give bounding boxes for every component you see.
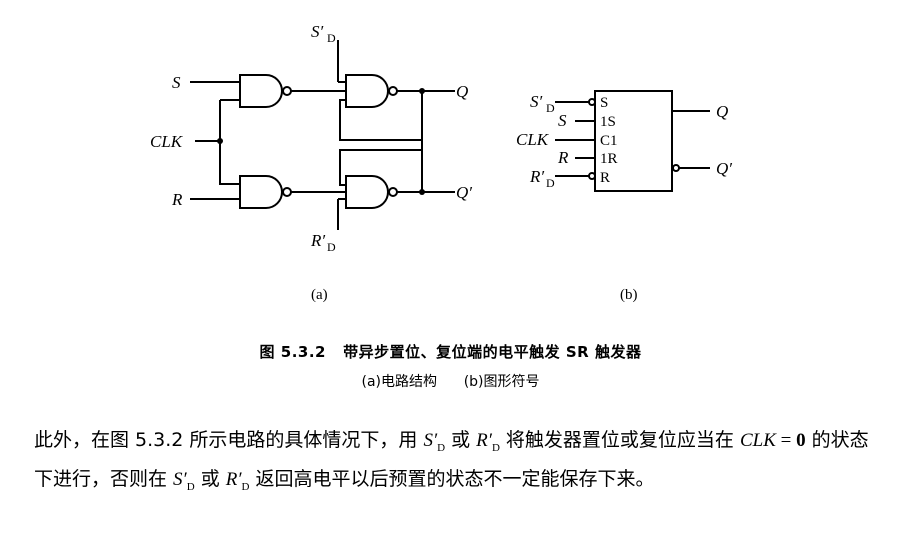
symbol-pin-1s: 1S bbox=[600, 114, 616, 130]
para-sd2: S′D bbox=[173, 468, 195, 493]
figure-caption-title: 图 5.3.2 带异步置位、复位端的电平触发 SR 触发器 bbox=[259, 343, 642, 361]
nand-gate-g2 bbox=[239, 175, 283, 209]
symbol-pin-s: S bbox=[600, 95, 608, 111]
label-sd: S′ bbox=[311, 22, 324, 41]
para-text-7: 返回高电平以后预置的状态不一定能保存下来。 bbox=[249, 467, 655, 490]
para-clk: CLK bbox=[739, 430, 776, 451]
symbol-label-sd: S′ bbox=[530, 92, 543, 111]
symbol-label-qbar: Q′ bbox=[716, 159, 732, 178]
symbol-diagram bbox=[555, 90, 710, 192]
label-qbar: Q′ bbox=[456, 183, 472, 202]
label-r: R bbox=[171, 190, 183, 209]
para-sd-sub: D bbox=[437, 441, 446, 454]
caption-b: (b) bbox=[620, 287, 638, 303]
inversion-bubble-g4 bbox=[388, 187, 398, 197]
para-sd: S′D bbox=[423, 430, 446, 454]
nand-gate-g3 bbox=[345, 74, 389, 108]
junction-clk bbox=[217, 138, 223, 144]
label-rd-sub: D bbox=[327, 240, 336, 254]
figure-caption-subtitle: (a)电路结构 (b)图形符号 bbox=[361, 374, 540, 390]
para-sd2-main: S′ bbox=[173, 468, 187, 490]
caption-a: (a) bbox=[311, 287, 328, 303]
wire-feedback-q bbox=[339, 91, 423, 186]
para-rd-main: R′ bbox=[476, 430, 492, 451]
symbol-bubble-qbar bbox=[672, 164, 680, 172]
symbol-label-q: Q bbox=[716, 102, 728, 121]
para-rd: R′D bbox=[476, 430, 500, 454]
symbol-bubble-sd bbox=[588, 98, 596, 106]
junction-qbar bbox=[419, 189, 425, 195]
wire-feedback-qbar bbox=[339, 99, 423, 192]
nand-gate-g1 bbox=[239, 74, 283, 108]
para-sd-main: S′ bbox=[423, 430, 438, 451]
junction-q bbox=[419, 88, 425, 94]
label-s: S bbox=[172, 73, 181, 92]
label-q: Q bbox=[456, 82, 468, 101]
para-sd2-sub: D bbox=[186, 480, 195, 493]
body-paragraph: 此外，在图 5.3.2 所示电路的具体情况下，用 S′D 或 R′D 将触发器置… bbox=[34, 425, 874, 503]
para-text-5: 的状态下进行，否则在 bbox=[34, 429, 869, 490]
symbol-pin-r: R bbox=[600, 170, 610, 186]
symbol-label-r: R bbox=[557, 148, 569, 167]
symbol-label-clk: CLK bbox=[516, 130, 550, 149]
para-text-1: 此外，在图 5.3.2 所示电路的具体情况下，用 bbox=[34, 429, 424, 451]
para-text-2: 或 bbox=[445, 429, 477, 451]
symbol-label-sd-sub: D bbox=[546, 101, 555, 115]
nand-gate-g4 bbox=[345, 175, 389, 209]
symbol-label-s: S bbox=[558, 111, 567, 130]
symbol-bubble-rd bbox=[588, 172, 596, 180]
label-rd: R′ bbox=[310, 231, 325, 250]
symbol-label-rd: R′ bbox=[529, 167, 544, 186]
symbol-pin-c1: C1 bbox=[600, 133, 618, 149]
para-eq: = bbox=[775, 430, 797, 451]
symbol-label-rd-sub: D bbox=[546, 176, 555, 190]
wire-clk bbox=[195, 99, 240, 185]
label-clk: CLK bbox=[150, 132, 184, 151]
para-zero: 0 bbox=[796, 430, 806, 451]
label-sd-sub: D bbox=[327, 31, 336, 45]
para-rd2-sub: D bbox=[241, 480, 250, 493]
para-rd2-main: R′ bbox=[225, 468, 242, 490]
inversion-bubble-g1 bbox=[282, 86, 292, 96]
inversion-bubble-g2 bbox=[282, 187, 292, 197]
para-rd-sub: D bbox=[491, 441, 500, 454]
para-text-3: 将触发器置位或复位应当在 bbox=[499, 429, 740, 451]
inversion-bubble-g3 bbox=[388, 86, 398, 96]
para-rd2: R′D bbox=[225, 468, 250, 493]
circuit-diagram bbox=[190, 40, 455, 230]
symbol-pin-1r: 1R bbox=[600, 151, 618, 167]
para-text-6: 或 bbox=[194, 467, 226, 490]
